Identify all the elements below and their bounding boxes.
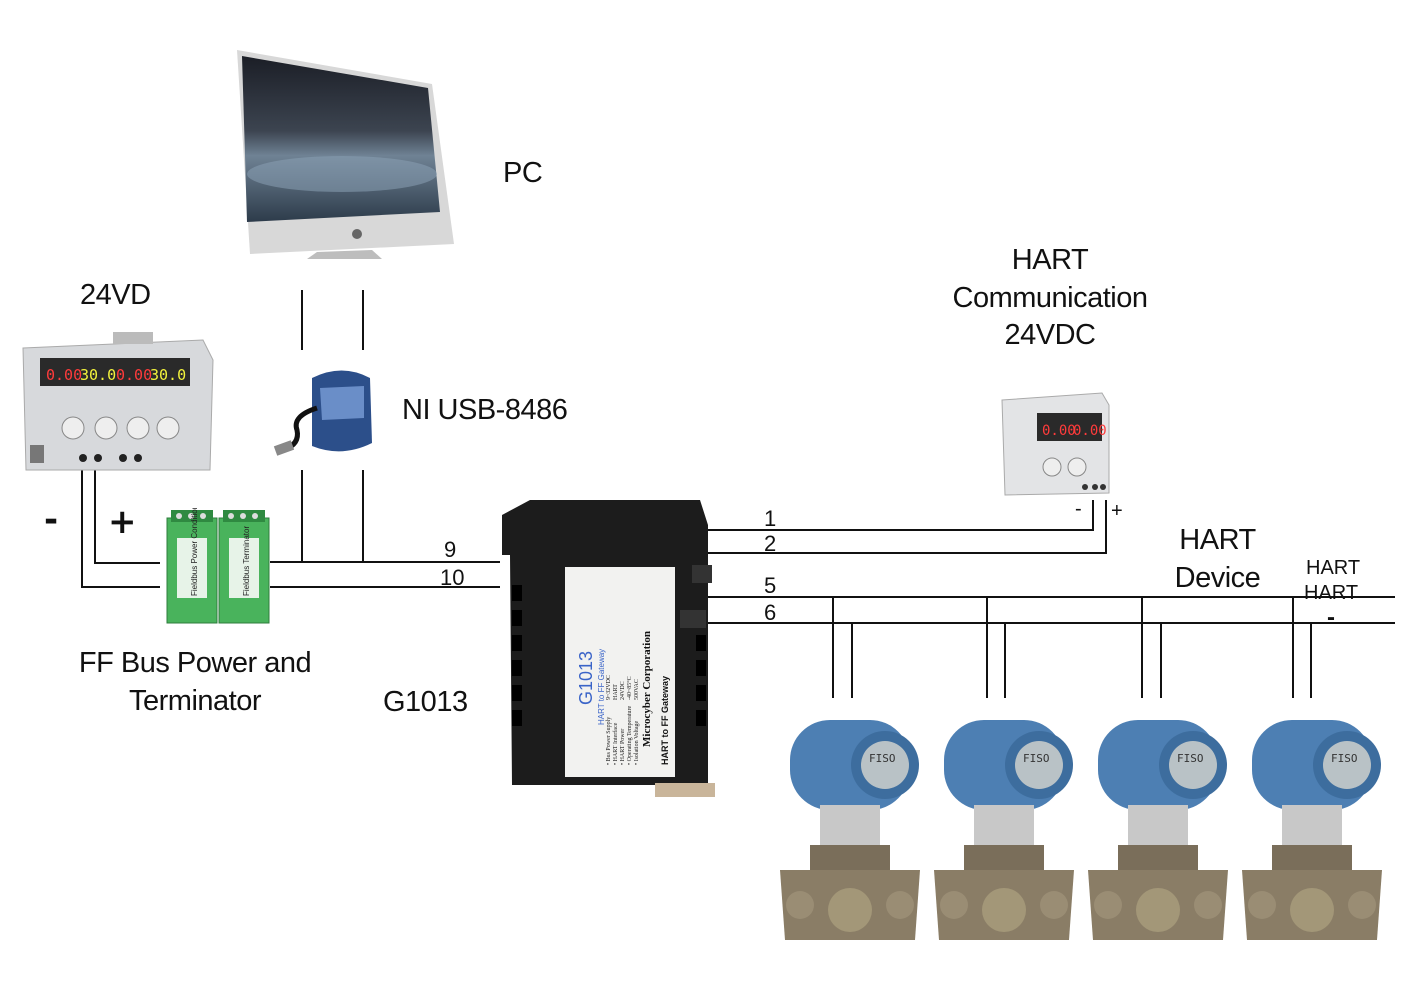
hart-supply-line-2 bbox=[708, 500, 1107, 554]
supply-24v-label: 24VD bbox=[80, 279, 151, 311]
supply-minus-wire bbox=[81, 470, 160, 588]
ff-plus-sign: + bbox=[108, 502, 137, 542]
svg-text:0.00: 0.00 bbox=[46, 366, 82, 384]
svg-text:30.0: 30.0 bbox=[80, 366, 116, 384]
svg-text:Fieldbus Power Conditioner: Fieldbus Power Conditioner bbox=[190, 508, 199, 596]
bus-hart-minus-label: HART bbox=[1304, 582, 1359, 604]
ff-bus-power-module-icon: Fieldbus Power Conditioner Fieldbus Term… bbox=[166, 508, 270, 624]
svg-text:Fieldbus Terminator: Fieldbus Terminator bbox=[242, 526, 251, 596]
svg-text:FISO: FISO bbox=[869, 752, 896, 765]
ff-bus-label-line1: FF Bus Power and bbox=[78, 647, 312, 679]
hart-comm-label-line2: Communication bbox=[952, 281, 1148, 314]
bus-minus-sign: - bbox=[1327, 604, 1335, 631]
svg-text:500VAC: 500VAC bbox=[634, 679, 640, 700]
svg-text:0.00: 0.00 bbox=[1073, 423, 1107, 439]
hart-comm-label-line3: 24VDC bbox=[1004, 319, 1097, 352]
terminal-5: 5 bbox=[764, 573, 777, 598]
hart-transmitter-2-icon: FISO bbox=[934, 720, 1074, 940]
gateway-label: G1013 bbox=[383, 686, 468, 718]
svg-text:• Bus Power Supply: • Bus Power Supply bbox=[606, 717, 612, 765]
svg-text:HART to FF Gateway: HART to FF Gateway bbox=[660, 676, 670, 765]
svg-text:G1013: G1013 bbox=[576, 651, 596, 705]
hart-device-label: HART Device bbox=[1150, 522, 1285, 597]
hart-transmitter-3-icon: FISO bbox=[1088, 720, 1228, 940]
svg-text:HART: HART bbox=[613, 684, 619, 700]
svg-text:FISO: FISO bbox=[1331, 752, 1358, 765]
ni-usb-adapter-icon bbox=[273, 370, 372, 456]
terminal-9: 9 bbox=[444, 537, 457, 562]
ff-minus-sign: - bbox=[44, 500, 59, 540]
pc-label: PC bbox=[503, 157, 543, 189]
hart-supply-plus: + bbox=[1111, 500, 1123, 522]
svg-text:0.00: 0.00 bbox=[116, 366, 152, 384]
svg-text:24VDC: 24VDC bbox=[620, 681, 626, 700]
svg-text:• HART Interface: • HART Interface bbox=[612, 722, 619, 765]
svg-text:FISO: FISO bbox=[1023, 752, 1050, 765]
svg-text:0.00: 0.00 bbox=[1042, 423, 1076, 439]
terminal-10: 10 bbox=[440, 565, 465, 590]
svg-text:FISO: FISO bbox=[1177, 752, 1204, 765]
terminal-6: 6 bbox=[764, 600, 777, 625]
svg-text:9~32VDC: 9~32VDC bbox=[606, 675, 612, 700]
svg-text:Microcyber Corporation: Microcyber Corporation bbox=[641, 631, 653, 747]
supply-plus-wire bbox=[94, 470, 160, 564]
svg-text:• Isolation Voltage: • Isolation Voltage bbox=[634, 720, 640, 765]
svg-text:• Operating Temperature: • Operating Temperature bbox=[627, 705, 633, 765]
dc-power-supply-icon: 0.00 30.0 0.00 30.0 bbox=[22, 332, 214, 471]
terminal-2: 2 bbox=[764, 531, 777, 556]
hart-supply-line-1 bbox=[708, 500, 1094, 531]
ff-bus-label: FF Bus Power and Terminator bbox=[60, 645, 330, 720]
svg-text:-40~85°C: -40~85°C bbox=[626, 676, 633, 700]
svg-text:• HART Power: • HART Power bbox=[620, 729, 626, 765]
ff-bus-label-line2: Terminator bbox=[129, 684, 262, 717]
svg-text:30.0: 30.0 bbox=[150, 366, 186, 384]
hart-comm-label-line1: HART bbox=[1011, 244, 1089, 276]
ni-usb-label: NI USB-8486 bbox=[402, 394, 568, 426]
hart-device-label-line1: HART bbox=[1179, 524, 1256, 556]
transmitter-drops bbox=[832, 597, 1312, 698]
pc-monitor-icon bbox=[237, 50, 454, 259]
hart-device-label-line2: Device bbox=[1174, 561, 1261, 594]
hart-transmitter-1-icon: FISO bbox=[780, 720, 920, 940]
g1013-gateway-icon: G1013 HART to FF Gateway Microcyber Corp… bbox=[502, 500, 715, 797]
bus-hart-plus-label: HART bbox=[1306, 557, 1361, 579]
svg-text:HART to FF Gateway: HART to FF Gateway bbox=[597, 649, 606, 725]
hart-power-supply-icon: 0.00 0.00 bbox=[1001, 392, 1110, 496]
hart-supply-minus: - bbox=[1075, 498, 1082, 520]
hart-transmitter-4-icon: FISO bbox=[1242, 720, 1382, 940]
terminal-1: 1 bbox=[764, 506, 777, 531]
hart-comm-label: HART Communication 24VDC bbox=[940, 242, 1160, 355]
